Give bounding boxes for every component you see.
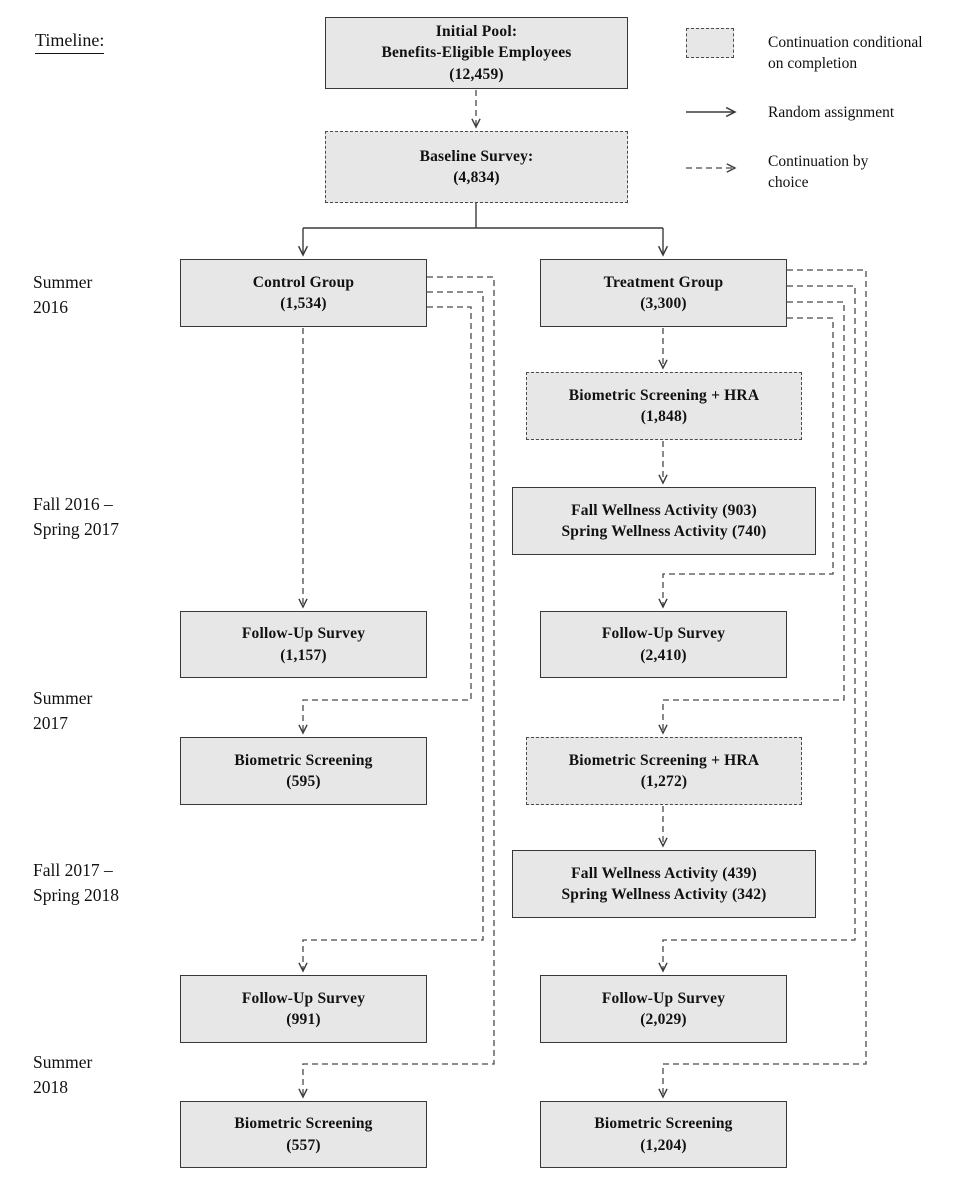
node-treatment-biometric-2018: Biometric Screening (1,204) bbox=[540, 1101, 787, 1168]
node-label-line: Follow-Up Survey bbox=[241, 625, 366, 643]
node-wellness-activity-2017-18: Fall Wellness Activity (439) Spring Well… bbox=[512, 850, 816, 918]
node-label-line: Biometric Screening + HRA bbox=[568, 386, 760, 404]
node-label-line: Follow-Up Survey bbox=[601, 625, 726, 643]
bypass-control-to-followup2 bbox=[298, 291, 484, 973]
node-treatment-followup-2018: Follow-Up Survey (2,029) bbox=[540, 975, 787, 1043]
timeline-label-line: Fall 2017 – bbox=[33, 860, 113, 880]
timeline-label-line: Spring 2018 bbox=[33, 884, 120, 905]
timeline-label-line: Summer bbox=[33, 1052, 93, 1072]
node-control-followup-2018: Follow-Up Survey (991) bbox=[180, 975, 427, 1043]
node-label-line: (991) bbox=[286, 1011, 321, 1028]
node-label-line: Follow-Up Survey bbox=[601, 989, 726, 1007]
bypass-control-to-bio2 bbox=[298, 276, 495, 1099]
legend-label-line: choice bbox=[768, 173, 809, 191]
timeline-title-text: Timeline: bbox=[35, 30, 105, 54]
bypass-control-to-bio1 bbox=[298, 306, 472, 735]
node-wellness-activity-2016-17: Fall Wellness Activity (903) Spring Well… bbox=[512, 487, 816, 555]
node-label-line: Treatment Group bbox=[603, 273, 724, 291]
legend-label-line: Random assignment bbox=[768, 104, 895, 121]
timeline-label-fall16-spring17: Fall 2016 – Spring 2017 bbox=[33, 492, 119, 542]
node-label-line: Spring Wellness Activity (342) bbox=[561, 886, 767, 903]
node-initial-pool: Initial Pool: Benefits-Eligible Employee… bbox=[325, 17, 628, 89]
node-label-line: Biometric Screening bbox=[234, 751, 373, 769]
timeline-label-fall17-spring18: Fall 2017 – Spring 2018 bbox=[33, 858, 119, 908]
node-label-line: Initial Pool: bbox=[435, 22, 518, 40]
node-label-line: (3,300) bbox=[640, 295, 687, 312]
timeline-title: Timeline: bbox=[35, 30, 105, 54]
node-label-line: Biometric Screening bbox=[234, 1115, 373, 1133]
bypass-treatment-to-followup1 bbox=[658, 317, 834, 609]
timeline-label-line: Summer bbox=[33, 272, 93, 292]
node-treatment-group: Treatment Group (3,300) bbox=[540, 259, 787, 327]
legend-label-line: Continuation by bbox=[768, 153, 869, 170]
timeline-label-line: Spring 2017 bbox=[33, 518, 120, 539]
node-label-line: Fall Wellness Activity (439) bbox=[571, 864, 757, 882]
bypass-treatment-to-followup2 bbox=[658, 285, 856, 973]
node-label-line: (2,029) bbox=[640, 1011, 687, 1028]
legend-item-conditional: Continuation conditional on completion bbox=[768, 33, 968, 75]
node-label-line: (557) bbox=[286, 1136, 321, 1154]
legend-dashed-box-icon bbox=[686, 28, 734, 58]
node-label-line: (2,410) bbox=[640, 646, 687, 664]
legend-item-choice: Continuation by choice bbox=[768, 152, 968, 194]
node-control-group: Control Group (1,534) bbox=[180, 259, 427, 327]
node-label-line: (1,204) bbox=[640, 1136, 687, 1154]
node-label-line: Follow-Up Survey bbox=[241, 989, 366, 1007]
node-label-line: Benefits-Eligible Employees bbox=[381, 44, 572, 62]
timeline-label-summer-2017: Summer 2017 bbox=[33, 686, 92, 736]
node-biometric-hra-2016: Biometric Screening + HRA (1,848) bbox=[526, 372, 802, 440]
timeline-label-line: 2018 bbox=[33, 1076, 68, 1097]
timeline-label-line: Fall 2016 – bbox=[33, 494, 113, 514]
timeline-label-summer-2018: Summer 2018 bbox=[33, 1050, 92, 1100]
node-control-followup-2017: Follow-Up Survey (1,157) bbox=[180, 611, 427, 678]
node-label-line: (4,834) bbox=[453, 169, 500, 186]
bypass-treatment-to-biohra2 bbox=[658, 301, 845, 735]
legend-label-line: on completion bbox=[768, 54, 858, 72]
node-label-line: (12,459) bbox=[449, 65, 504, 83]
node-label-line: Biometric Screening bbox=[594, 1115, 733, 1133]
timeline-label-summer-2016: Summer 2016 bbox=[33, 270, 92, 320]
node-label-line: (595) bbox=[286, 773, 321, 790]
node-control-biometric-2017: Biometric Screening (595) bbox=[180, 737, 427, 805]
timeline-label-line: 2017 bbox=[33, 712, 68, 733]
node-baseline-survey: Baseline Survey: (4,834) bbox=[325, 131, 628, 203]
node-biometric-hra-2017: Biometric Screening + HRA (1,272) bbox=[526, 737, 802, 805]
timeline-label-line: 2016 bbox=[33, 296, 68, 317]
node-label-line: (1,848) bbox=[640, 408, 688, 425]
legend-item-random-assignment: Random assignment bbox=[768, 103, 968, 124]
timeline-label-line: Summer bbox=[33, 688, 93, 708]
node-label-line: (1,534) bbox=[280, 295, 327, 312]
node-label-line: (1,272) bbox=[640, 773, 688, 790]
legend-label-line: Continuation conditional bbox=[768, 34, 923, 51]
node-label-line: Spring Wellness Activity (740) bbox=[561, 523, 767, 540]
node-label-line: Baseline Survey: bbox=[419, 147, 534, 165]
node-label-line: Fall Wellness Activity (903) bbox=[571, 501, 757, 519]
bypass-treatment-to-bio2 bbox=[658, 269, 867, 1099]
node-treatment-followup-2017: Follow-Up Survey (2,410) bbox=[540, 611, 787, 678]
node-label-line: Control Group bbox=[252, 273, 355, 291]
node-label-line: Biometric Screening + HRA bbox=[568, 751, 760, 769]
node-label-line: (1,157) bbox=[280, 646, 327, 664]
node-control-biometric-2018: Biometric Screening (557) bbox=[180, 1101, 427, 1168]
